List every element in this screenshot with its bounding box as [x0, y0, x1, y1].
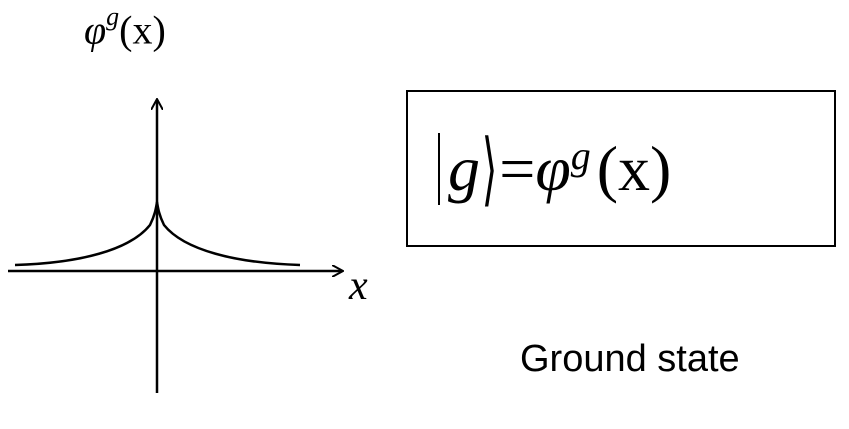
caption: Ground state — [520, 338, 740, 380]
x-axis-label: x — [349, 263, 368, 309]
ket-bar — [438, 133, 440, 205]
wavefunction-curve — [14, 201, 301, 267]
ket-angle: ⟩ — [481, 126, 498, 214]
y-axis-label: φg(x) — [84, 2, 166, 53]
